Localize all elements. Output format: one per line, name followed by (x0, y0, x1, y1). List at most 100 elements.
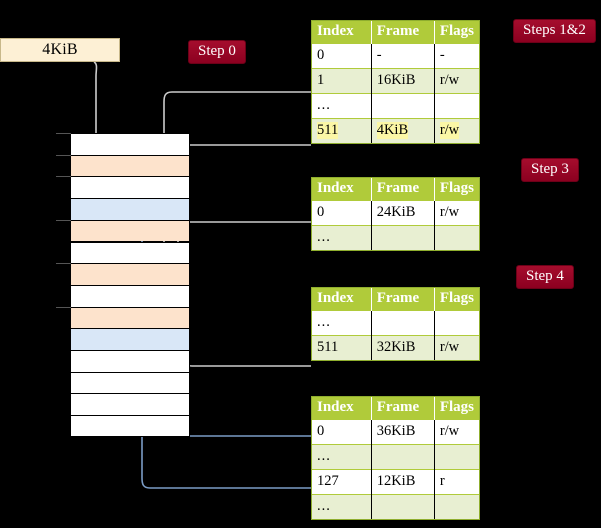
cell-value: r/w (439, 339, 460, 355)
column-header-frame: Frame (371, 288, 435, 311)
column-header-frame: Frame (371, 397, 435, 420)
column-header-flags: Flags (434, 21, 479, 44)
table-cell-flags: r/w (434, 68, 479, 94)
cell-value: - (376, 47, 382, 63)
table-row: 511 4KiB r/w (312, 118, 479, 143)
memory-row-tick (56, 154, 71, 156)
table-cell-frame (371, 225, 435, 250)
table-cell-frame (371, 444, 435, 470)
cell-value: r/w (439, 204, 460, 220)
memory-frame-row (56, 176, 190, 199)
cell-value: 127 (317, 473, 339, 489)
table-row: ... (312, 225, 479, 250)
table-cell-flags: r/w (434, 335, 479, 360)
table-cell-frame: 36KiB (371, 419, 435, 445)
table-row: ... (312, 310, 479, 336)
memory-frame-row (70, 241, 190, 264)
memory-frame-row (70, 371, 190, 394)
memory-frame-row (56, 263, 190, 285)
table-cell-index: 511 (312, 335, 372, 360)
cell-value: ... (317, 229, 331, 245)
wire-l3-to-memory (173, 221, 311, 294)
table-row: 0 36KiB r/w (312, 419, 479, 445)
memory-row-tick (56, 263, 71, 265)
memory-frame-row (70, 198, 190, 220)
table-row: ... (312, 93, 479, 119)
cell-value: 4KiB (376, 122, 409, 139)
cell-value: r/w (439, 423, 460, 439)
memory-frame-row (70, 328, 190, 350)
cell-value: ... (317, 314, 331, 330)
table-cell-flags (434, 444, 479, 470)
cell-value: 24KiB (376, 204, 416, 220)
cell-value: 32KiB (376, 339, 416, 355)
memory-frame-row (56, 219, 190, 242)
table-cell-index: ... (312, 225, 372, 250)
table-cell-frame (371, 93, 435, 119)
memory-frame-row (56, 133, 190, 155)
wire-l1-row127-to-memory (137, 206, 311, 489)
memory-row-tick (56, 133, 71, 134)
step-badge-step4: Step 4 (516, 265, 574, 289)
table-cell-frame: 24KiB (371, 200, 435, 226)
cell-value: 0 (317, 204, 325, 220)
column-header-index: Index (312, 397, 372, 420)
column-header-frame: Frame (371, 178, 435, 201)
table-cell-flags (434, 93, 479, 119)
physical-memory-column (56, 133, 190, 437)
column-header-frame: Frame (371, 21, 435, 44)
table-cell-index: ... (312, 93, 372, 119)
table-cell-frame: 4KiB (371, 118, 435, 143)
cell-value: ... (317, 448, 331, 464)
column-header-flags: Flags (434, 288, 479, 311)
column-header-flags: Flags (434, 397, 479, 420)
table-cell-flags: r (434, 469, 479, 495)
cell-value: 511 (317, 122, 339, 139)
memory-frame-row (70, 415, 190, 437)
memory-row-tick (56, 219, 71, 221)
table-row: ... (312, 494, 479, 519)
cell-value: 36KiB (376, 423, 416, 439)
table-cell-index: ... (312, 310, 372, 336)
table-cell-flags (434, 494, 479, 519)
cell-value: 12KiB (376, 473, 416, 489)
column-header-index: Index (312, 21, 372, 44)
memory-row-tick (56, 306, 71, 308)
column-header-index: Index (312, 288, 372, 311)
memory-frame-row (70, 284, 190, 307)
table-cell-frame: 12KiB (371, 469, 435, 495)
memory-frame-row (70, 393, 190, 416)
table-cell-flags: r/w (434, 200, 479, 226)
table-row: ... (312, 444, 479, 470)
cell-value: r/w (439, 122, 460, 139)
memory-frame-row (70, 350, 190, 372)
table-row: 0 - - (312, 43, 479, 69)
cell-value: ... (317, 498, 331, 514)
cell-value: 0 (317, 423, 325, 439)
cell-value: 1 (317, 72, 325, 88)
memory-frame-row (56, 306, 190, 329)
column-header-index: Index (312, 178, 372, 201)
cell-value: 0 (317, 47, 325, 63)
memory-row-tick (56, 176, 71, 178)
table-cell-flags: - (434, 43, 479, 69)
cell-value: 16KiB (376, 72, 416, 88)
table-cell-index: ... (312, 444, 372, 470)
table-cell-flags (434, 310, 479, 336)
table-cell-flags: r/w (434, 118, 479, 143)
cell-value: - (439, 47, 445, 63)
wire-l4-to-l3 (159, 91, 311, 252)
table-cell-frame (371, 310, 435, 336)
table-cell-frame: 16KiB (371, 68, 435, 94)
table-cell-flags (434, 225, 479, 250)
step-badge-steps12: Steps 1&2 (513, 19, 596, 43)
cell-value: 511 (317, 339, 339, 355)
table-cell-frame: 32KiB (371, 335, 435, 360)
table-cell-index: 1 (312, 68, 372, 94)
column-header-flags: Flags (434, 178, 479, 201)
